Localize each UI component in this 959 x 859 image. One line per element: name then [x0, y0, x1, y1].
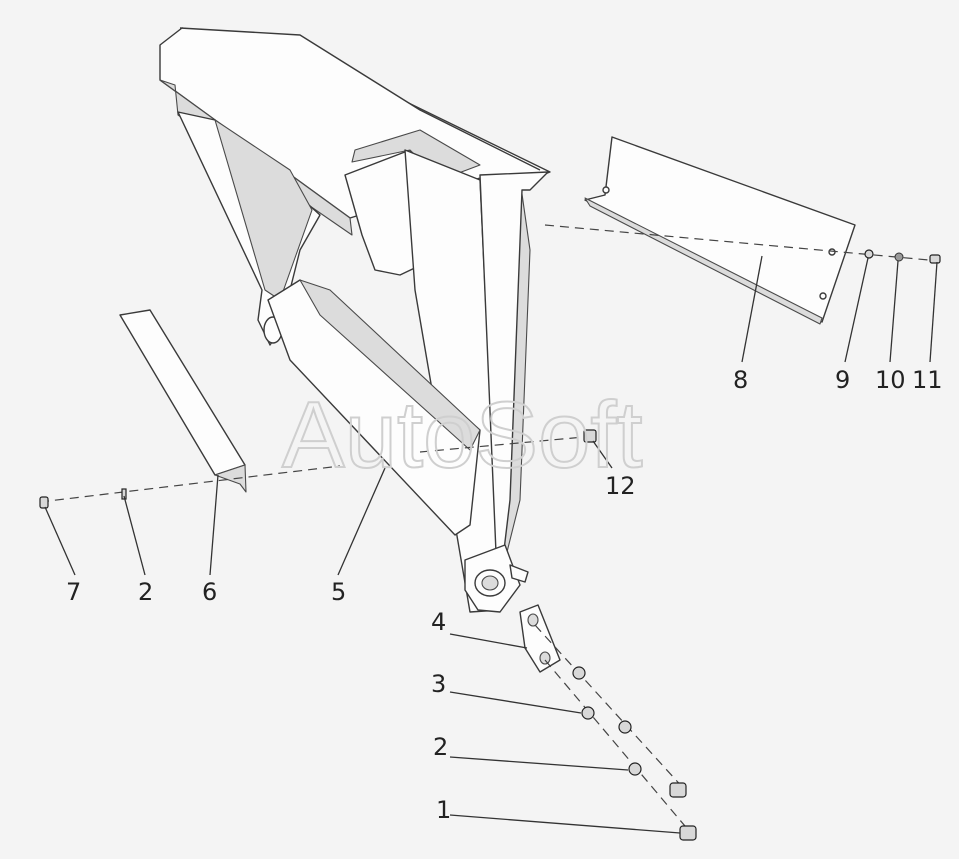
callout-8: 8	[733, 366, 748, 394]
callout-1: 1	[436, 796, 451, 824]
callout-12: 12	[605, 472, 636, 500]
callout-9: 9	[835, 366, 850, 394]
callout-2-left: 2	[138, 578, 153, 606]
callout-5: 5	[331, 578, 346, 606]
callout-2-lower: 2	[433, 733, 448, 761]
main-frame	[159, 27, 551, 613]
part-4-plate	[519, 604, 561, 673]
fasteners	[39, 249, 941, 841]
callout-10: 10	[875, 366, 906, 394]
callout-labels: 1 2 3 4 5 6 2 7 8 9 10 11 12	[66, 366, 943, 824]
callout-7: 7	[66, 578, 81, 606]
callout-4: 4	[431, 608, 446, 636]
watermark-text: AutoSoft	[282, 382, 643, 487]
part-8-panel	[584, 136, 856, 325]
callout-11: 11	[912, 366, 943, 394]
part-6-strip	[119, 309, 247, 493]
callout-6: 6	[202, 578, 217, 606]
callout-3: 3	[431, 670, 446, 698]
leader-lines	[44, 255, 938, 834]
assembly-axes	[39, 224, 941, 833]
